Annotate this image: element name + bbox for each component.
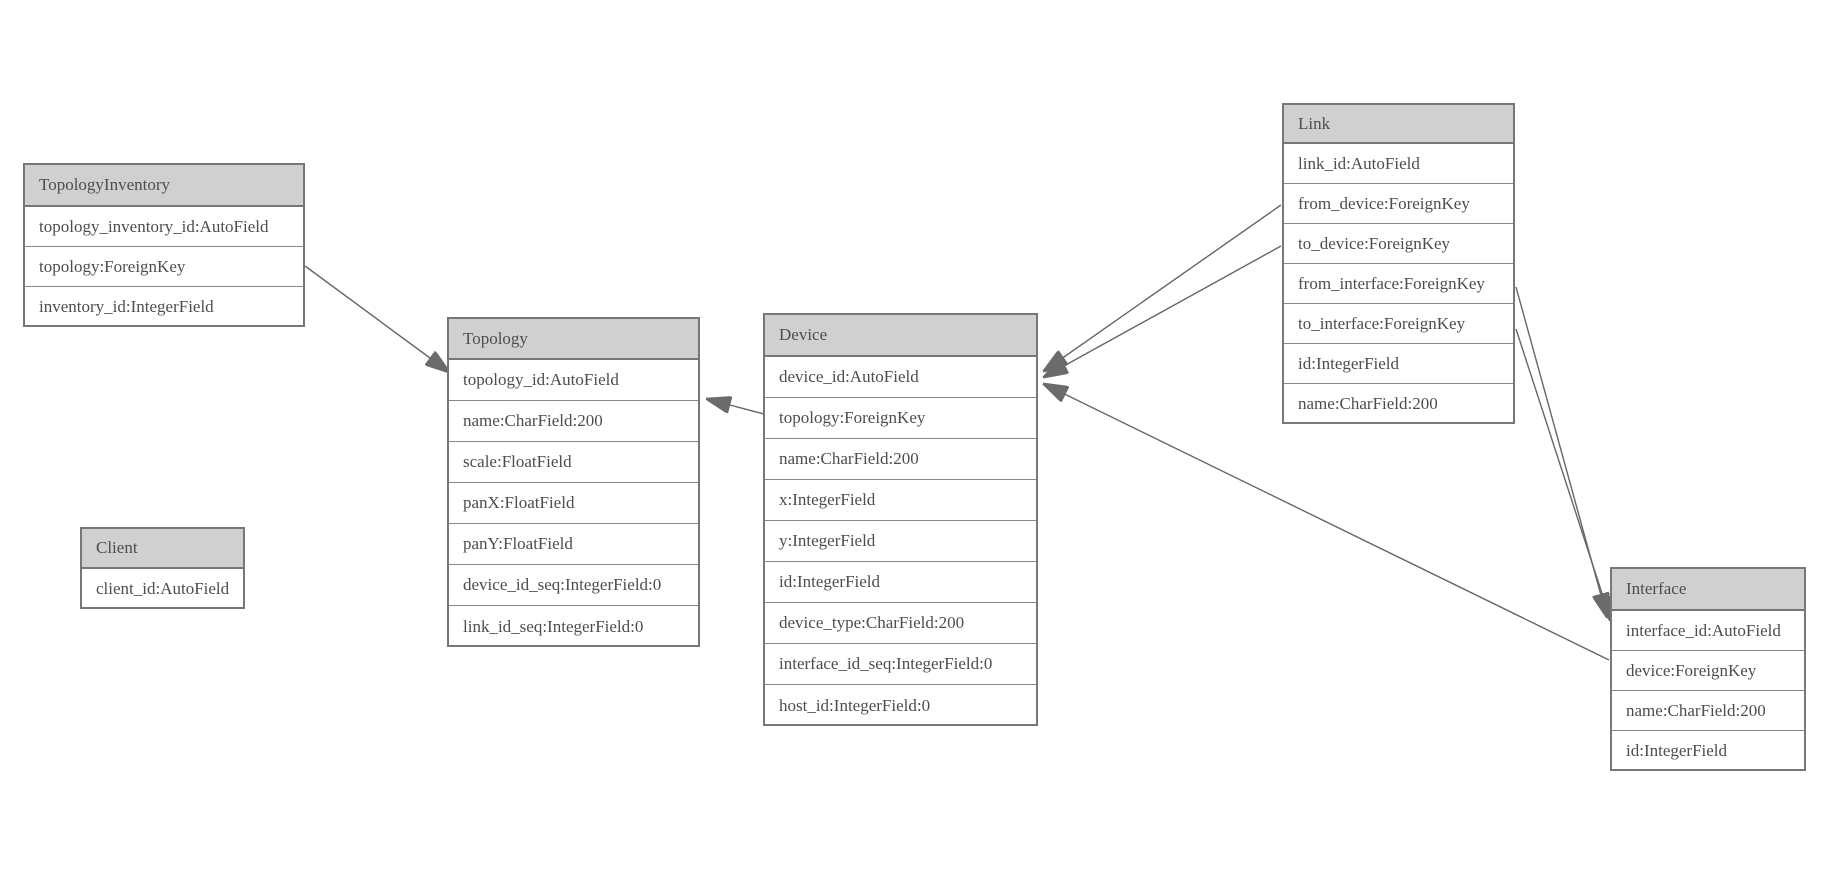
edge-interface-device-to-device	[1044, 384, 1610, 661]
entity-title: Client	[82, 529, 243, 569]
entity-field-row: inventory_id:IntegerField	[39, 297, 214, 316]
entity-field-row: device_type:CharField:200	[765, 603, 1036, 644]
entity-field-row: host_id:IntegerField:0	[779, 695, 931, 715]
edge-link-to_device-to-device	[1044, 245, 1282, 377]
entity-field-row: name:CharField:200	[1612, 691, 1804, 731]
entity-field-row: topology_id:AutoField	[449, 360, 698, 401]
entity-field-row: to_device:ForeignKey	[1284, 224, 1513, 264]
entity-field-row: interface_id_seq:IntegerField:0	[765, 644, 1036, 685]
entity-field-row: x:IntegerField	[765, 480, 1036, 521]
entity-field-row: id:IntegerField	[765, 562, 1036, 603]
entity-field-row: y:IntegerField	[765, 521, 1036, 562]
entity-field-row: id:IntegerField	[1284, 344, 1513, 384]
entity-title: Topology	[449, 319, 698, 360]
entity-field-row: link_id_seq:IntegerField:0	[463, 616, 644, 636]
entity-field-row: topology_inventory_id:AutoField	[25, 207, 303, 247]
entity-title: TopologyInventory	[25, 165, 303, 207]
entity-field-row: name:CharField:200	[765, 439, 1036, 480]
entity-field-row: name:CharField:200	[1298, 394, 1438, 413]
entity-field-row: device_id_seq:IntegerField:0	[449, 565, 698, 606]
entity-title: Interface	[1612, 569, 1804, 611]
entity-field-row: device:ForeignKey	[1612, 651, 1804, 691]
entity-client: Client client_id:AutoField	[80, 527, 245, 609]
entity-field-row: topology:ForeignKey	[25, 247, 303, 287]
entity-field-row: panX:FloatField	[449, 483, 698, 524]
entity-field-row: client_id:AutoField	[96, 579, 230, 598]
entity-field-row: to_interface:ForeignKey	[1284, 304, 1513, 344]
entity-field-row: topology:ForeignKey	[765, 398, 1036, 439]
entity-field-row: interface_id:AutoField	[1612, 611, 1804, 651]
entity-field-row: panY:FloatField	[449, 524, 698, 565]
entity-field-row: name:CharField:200	[449, 401, 698, 442]
entity-field-row: from_interface:ForeignKey	[1284, 264, 1513, 304]
entity-field-row: id:IntegerField	[1626, 741, 1728, 760]
entity-title: Link	[1284, 105, 1513, 144]
entity-field-row: scale:FloatField	[449, 442, 698, 483]
entity-field-row: device_id:AutoField	[765, 357, 1036, 398]
edge-link-from_device-to-device	[1044, 204, 1282, 371]
entity-field-row: from_device:ForeignKey	[1284, 184, 1513, 224]
entity-title: Device	[765, 315, 1036, 357]
edge-link-to_interface-to-interface	[1515, 328, 1611, 621]
edge-topologyinventory-topology-to-topology	[304, 265, 449, 372]
edge-link-from_interface-to-interface	[1515, 286, 1607, 617]
entity-field-row: link_id:AutoField	[1284, 144, 1513, 184]
edge-device-topology-to-topology	[707, 399, 765, 415]
